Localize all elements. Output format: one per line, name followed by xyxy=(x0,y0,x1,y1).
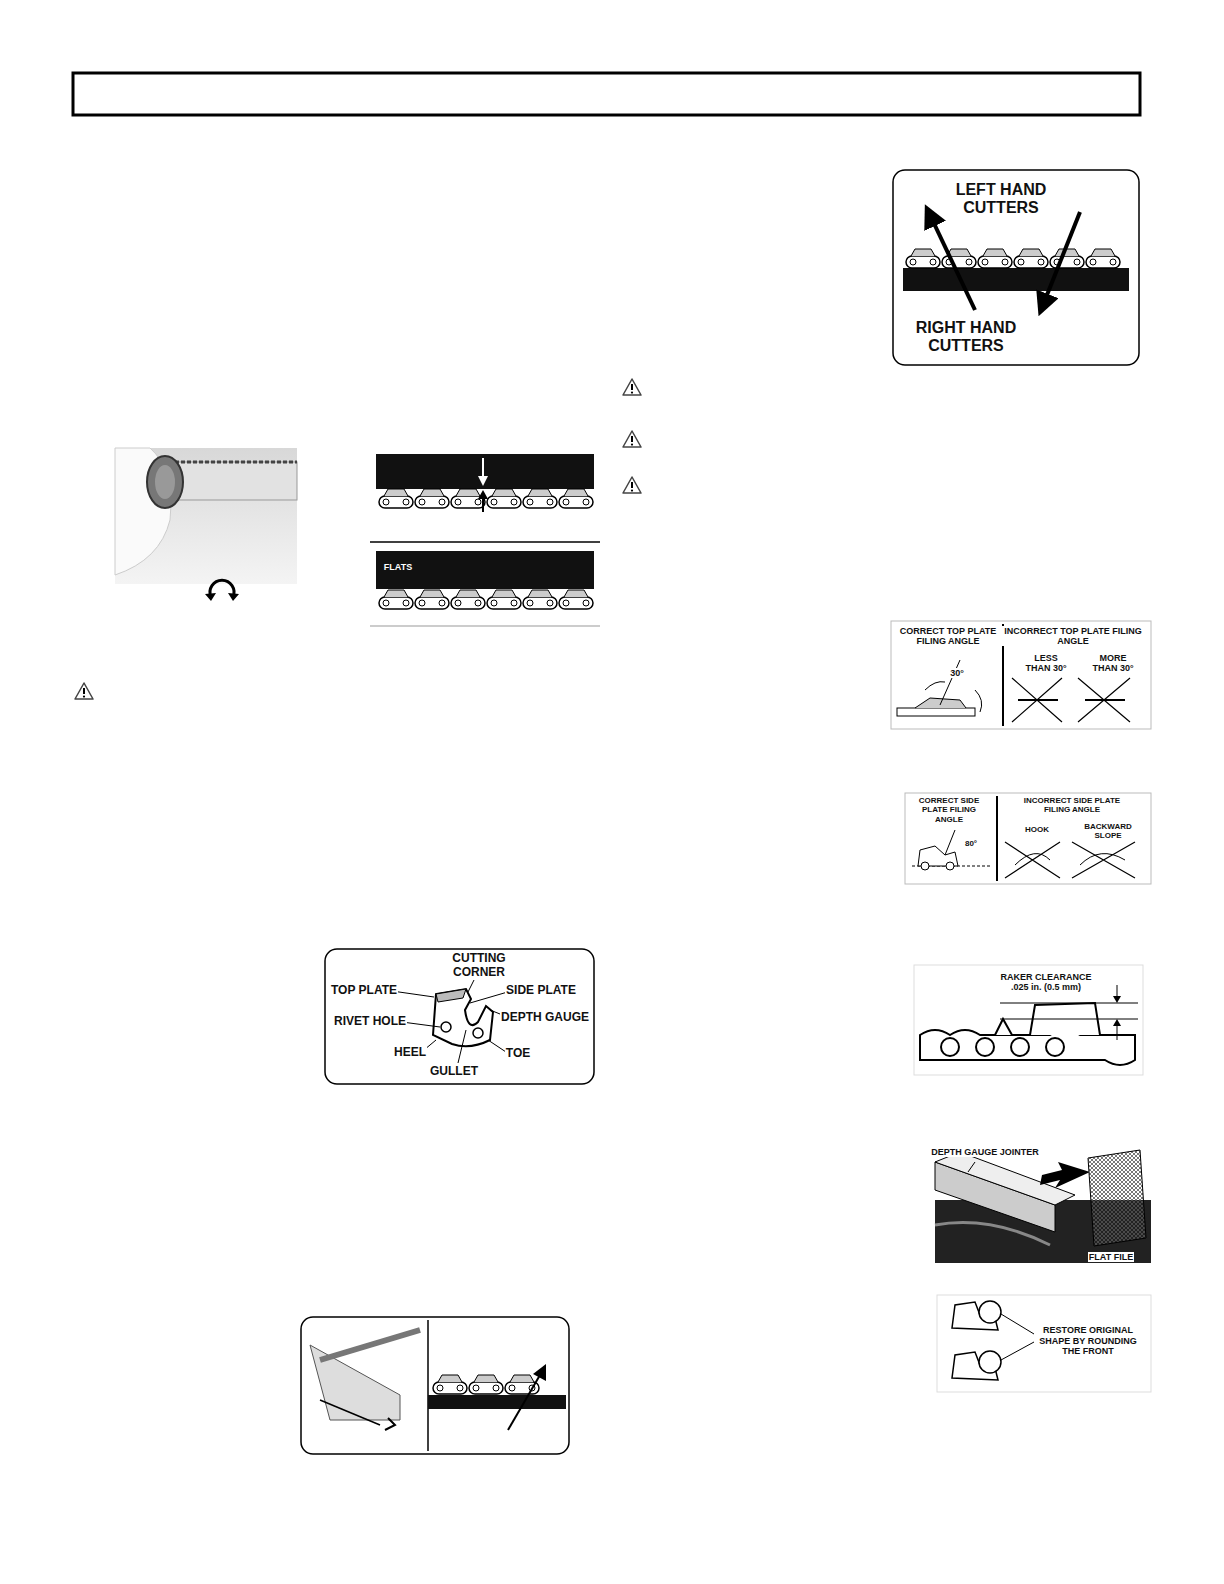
figure-label: TOP PLATE xyxy=(330,984,398,998)
figure-label: FLAT FILE xyxy=(1088,1252,1134,1262)
figure-label: GULLET xyxy=(429,1065,479,1079)
figure-label: RIVET HOLE xyxy=(333,1015,407,1029)
figure-label: TOE xyxy=(505,1047,531,1061)
figure-label: SIDE PLATE xyxy=(505,984,577,998)
figure-label: FLATS xyxy=(383,562,413,572)
figure-label: INCORRECT SIDE PLATE FILING ANGLE xyxy=(1011,796,1133,814)
figure-label: RIGHT HAND CUTTERS xyxy=(909,319,1023,356)
figure-label: HEEL xyxy=(393,1046,427,1060)
figure-label: INCORRECT TOP PLATE FILING ANGLE xyxy=(1002,626,1144,647)
figure-label: MORE THAN 30° xyxy=(1090,653,1136,674)
figure-label: RESTORE ORIGINAL SHAPE BY ROUNDING THE F… xyxy=(1037,1325,1139,1356)
figure-label: LEFT HAND CUTTERS xyxy=(944,181,1058,218)
figure-label: LESS THAN 30° xyxy=(1023,653,1069,674)
figure-label: CUTTING CORNER xyxy=(446,952,512,980)
figure-label: 30° xyxy=(949,668,965,678)
figure-label: HOOK xyxy=(1024,825,1050,834)
figure-label: BACKWARD SLOPE xyxy=(1080,822,1136,840)
figure-label: 80° xyxy=(964,839,978,848)
figure-label: DEPTH GAUGE JOINTER xyxy=(930,1147,1040,1157)
figure-label: CORRECT TOP PLATE FILING ANGLE xyxy=(897,626,999,647)
figure-label: RAKER CLEARANCE .025 in. (0.5 mm) xyxy=(997,972,1095,993)
figure-label: CORRECT SIDE PLATE FILING ANGLE xyxy=(913,796,985,824)
figure-label: DEPTH GAUGE xyxy=(500,1011,590,1025)
